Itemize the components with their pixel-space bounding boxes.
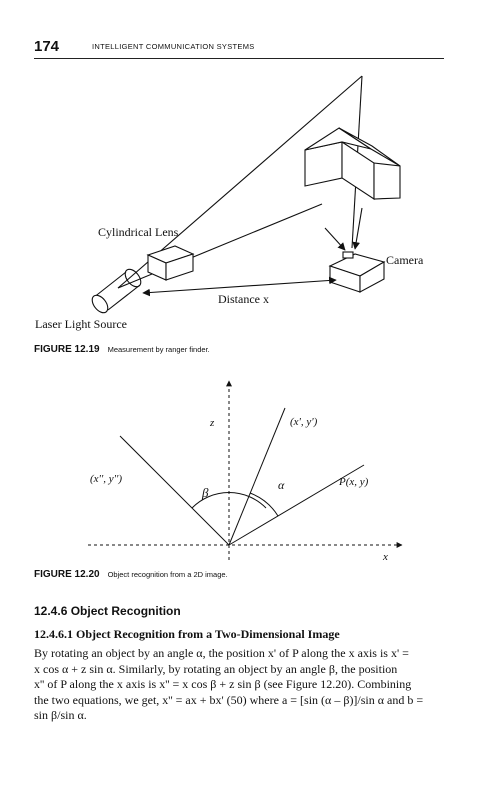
point-P-label: P(x, y) [338, 476, 369, 488]
text-line: sin β/sin α. [34, 708, 87, 723]
text-line: the two equations, we get, x'' = ax + bx… [34, 692, 424, 707]
beta-arc [191, 492, 267, 509]
cylindrical-lens [146, 245, 195, 281]
caption-text: Object recognition from a 2D image. [107, 570, 228, 579]
beam-ray-lower [117, 203, 323, 289]
page-number: 174 [34, 38, 60, 55]
caption-number: FIGURE 12.20 [34, 569, 100, 580]
text-line: x'' of P along the x axis is x'' = x cos… [34, 677, 412, 692]
subsection-heading: 12.4.6.1 Object Recognition from a Two-D… [34, 627, 340, 641]
beta-label: β [201, 485, 209, 500]
text-line: x cos α + z sin α. Similarly, by rotatin… [34, 661, 398, 676]
z-axis-label: z [209, 417, 215, 429]
figure-12-19-diagram: Cylindrical Lens Camera Distance x Laser… [35, 75, 424, 331]
caption-number: FIGURE 12.19 [34, 344, 100, 355]
point-xp-label: (x', y') [290, 416, 318, 428]
alpha-label: α [278, 478, 285, 492]
body-paragraph: By rotating an object by an angle α, the… [34, 646, 446, 724]
view-arrow-left [324, 227, 346, 251]
running-header: 174 INTELLIGENT COMMUNICATION SYSTEMS [34, 36, 444, 59]
alpha-arc [249, 492, 279, 517]
view-arrow-right [352, 207, 363, 250]
ray-x-prime [228, 407, 286, 546]
camera-box [328, 251, 386, 293]
lens-label: Cylindrical Lens [98, 225, 179, 239]
distance-arrow [142, 276, 337, 297]
section-heading: 12.4.6 Object Recognition [34, 604, 181, 618]
x-axis-label: x [382, 551, 388, 563]
target-object [304, 127, 401, 201]
laser-source [91, 268, 142, 314]
ray-x-double-prime [119, 435, 230, 546]
ray-P [228, 464, 365, 546]
point-xpp-label: (x'', y'') [90, 473, 122, 485]
camera-label: Camera [386, 253, 424, 267]
text-line: By rotating an object by an angle α, the… [34, 646, 409, 660]
running-title: INTELLIGENT COMMUNICATION SYSTEMS [92, 42, 255, 51]
figure-12-20-diagram: z x (x', y') (x'', y'') β α P(x, y) [88, 380, 403, 563]
caption-text: Measurement by ranger finder. [107, 345, 210, 354]
figure-12-19-caption: FIGURE 12.19 Measurement by ranger finder… [34, 344, 210, 355]
distance-label: Distance x [218, 292, 269, 306]
figure-12-20-caption: FIGURE 12.20 Object recognition from a 2D… [34, 569, 228, 580]
laser-label: Laser Light Source [35, 317, 127, 331]
